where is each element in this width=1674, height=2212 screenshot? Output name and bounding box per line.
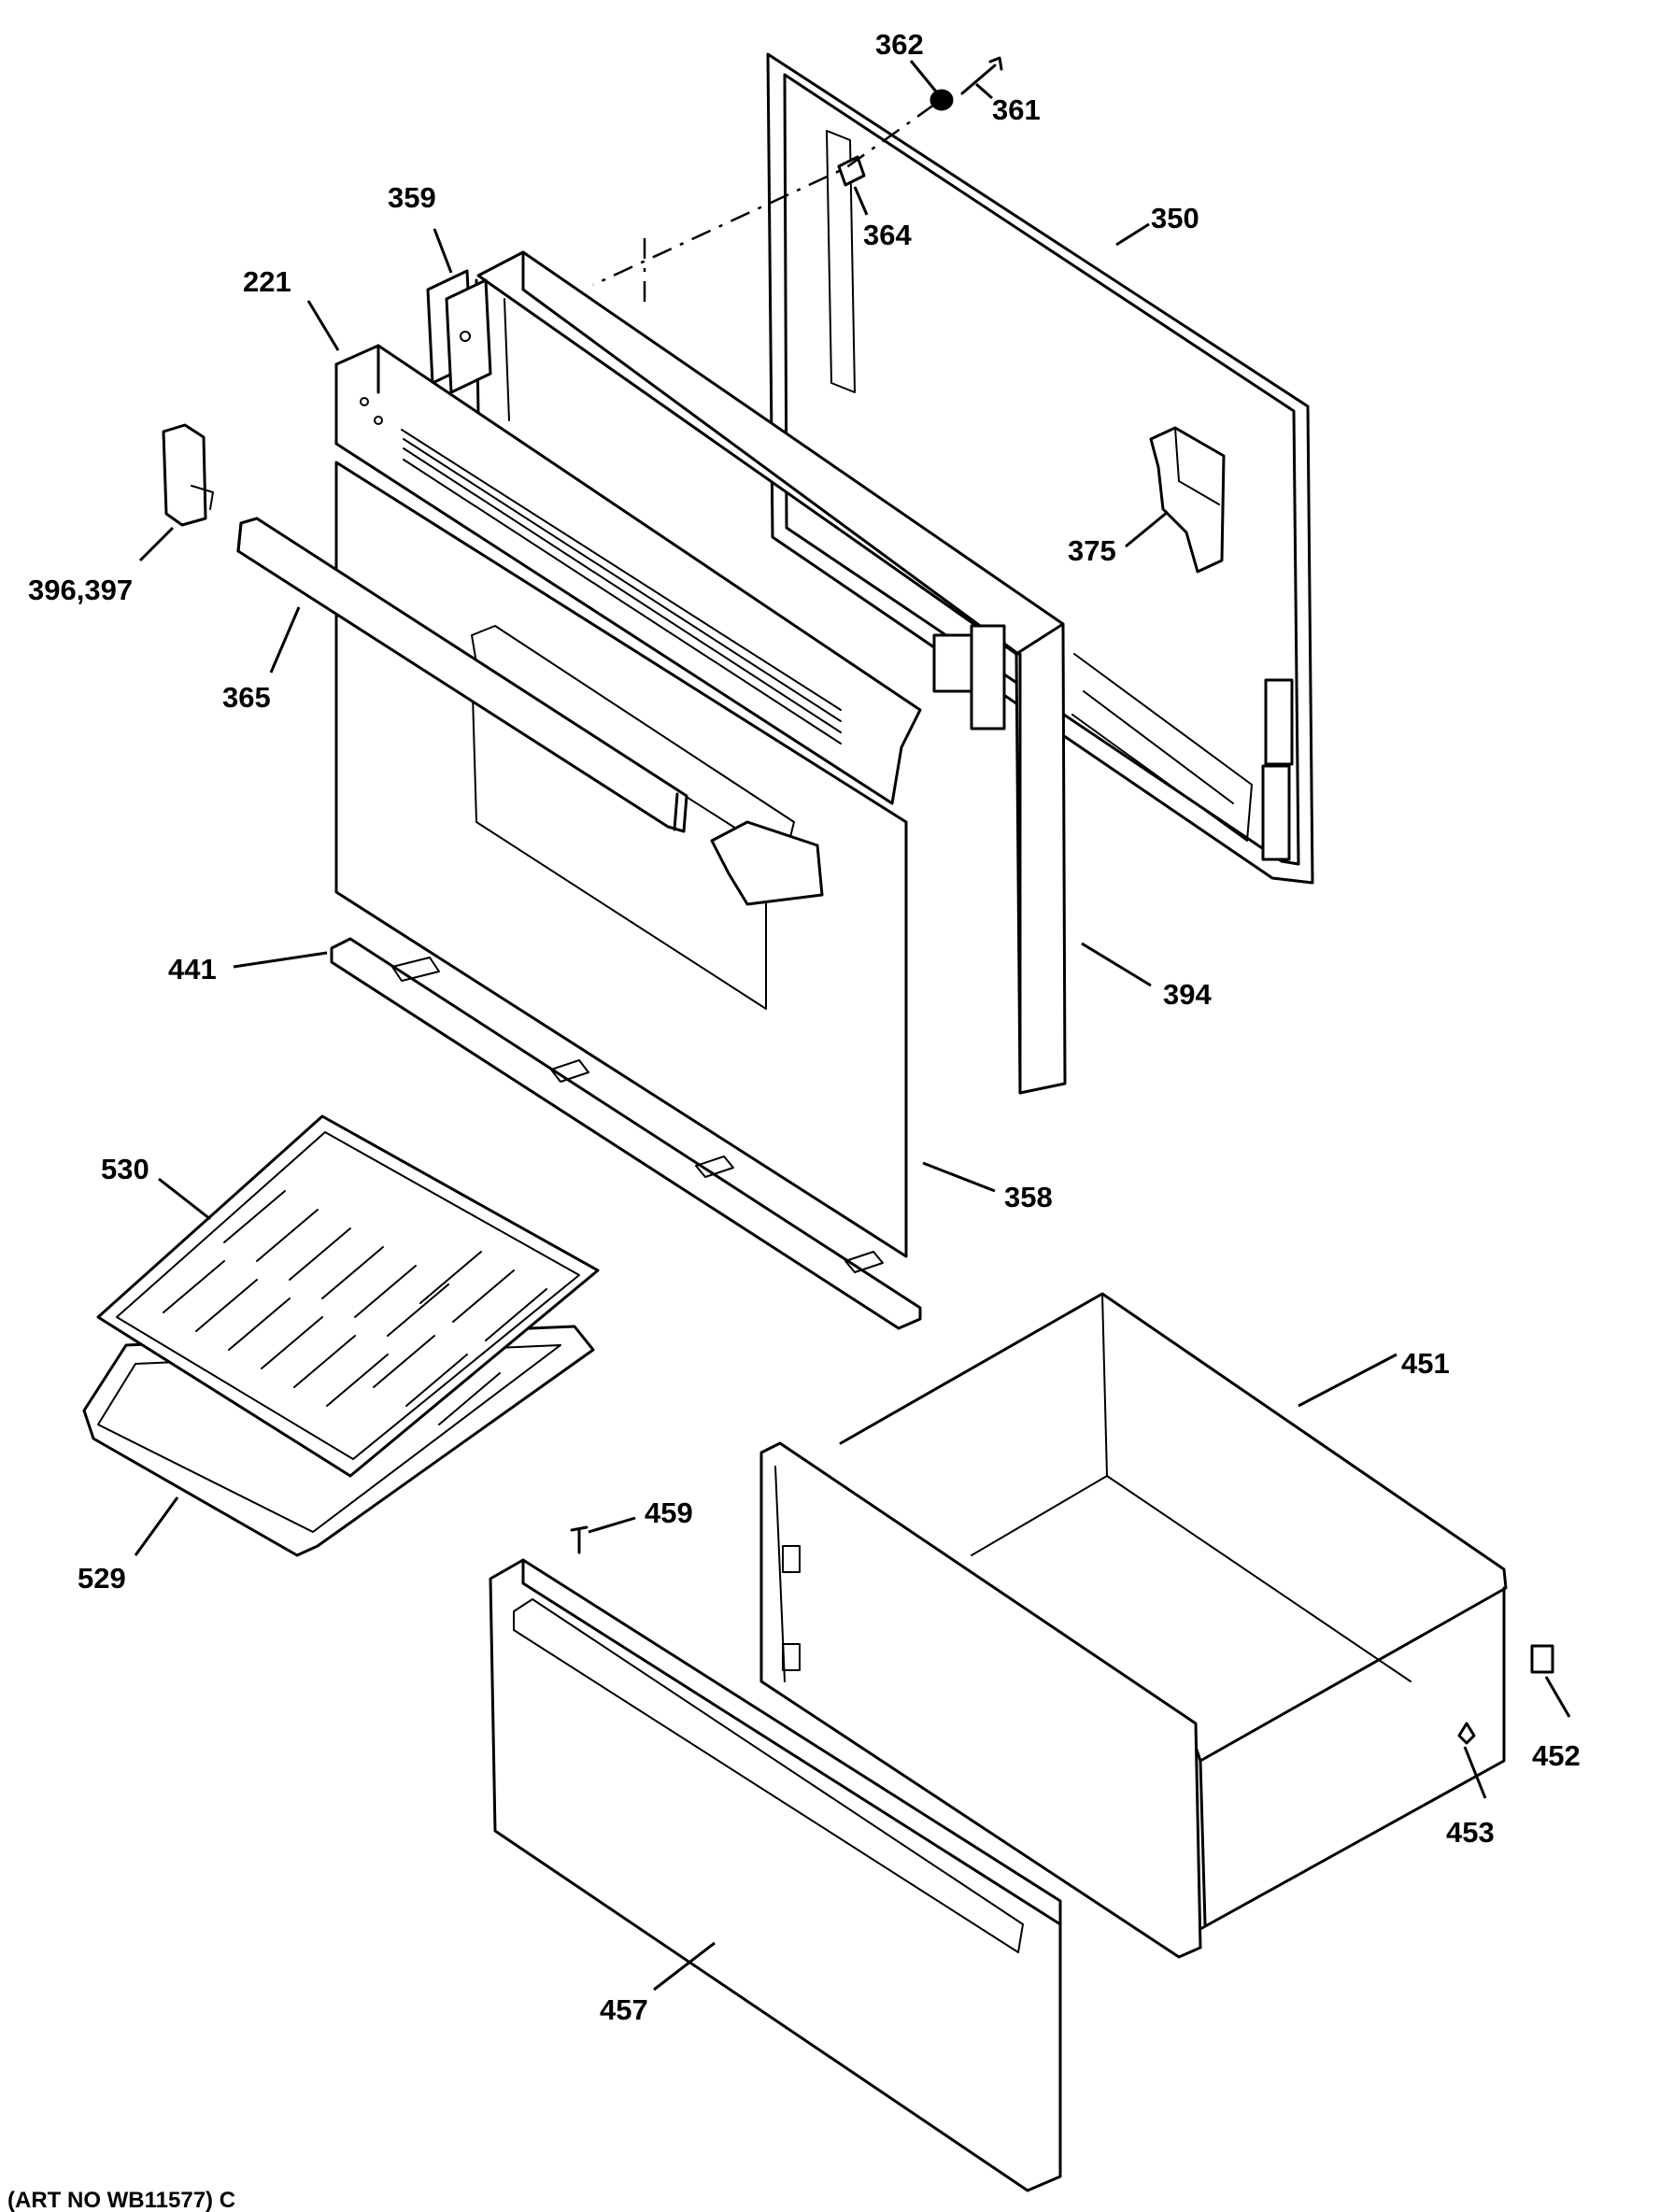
art-number-caption: (ART NO WB11577) C (7, 2188, 235, 2212)
part-530-broiler-grid (96, 1114, 600, 1478)
callout-358: 358 (1004, 1181, 1053, 1213)
part-451-drawer-body (839, 1292, 1508, 1931)
part-221-vent-panel (334, 344, 922, 805)
callout-364: 364 (863, 219, 912, 251)
callout-457: 457 (600, 1993, 648, 2026)
callout-529: 529 (78, 1562, 126, 1595)
callout-362: 362 (875, 28, 924, 61)
part-396-397-end-cap (162, 423, 214, 527)
part-459-screw (570, 1525, 589, 1554)
callout-452: 452 (1532, 1739, 1581, 1772)
callout-441: 441 (168, 953, 217, 985)
part-441-trim (330, 937, 922, 1330)
callout-453: 453 (1446, 1816, 1495, 1849)
callout-451: 451 (1401, 1347, 1450, 1380)
callout-350: 350 (1151, 202, 1199, 234)
part-452-clip (1530, 1644, 1554, 1674)
part-361-screw (960, 56, 1003, 95)
part-359-hinge (426, 269, 492, 394)
callout-221: 221 (243, 265, 291, 298)
callout-375: 375 (1068, 534, 1116, 567)
callout-359: 359 (388, 181, 436, 214)
part-453-stop (1457, 1722, 1476, 1745)
part-365-door-handle (236, 517, 688, 833)
callout-365: 365 (222, 681, 271, 714)
part-364-stud (837, 155, 866, 187)
part-375-insulation (1149, 426, 1226, 574)
part-362-washer (929, 89, 954, 111)
part-394-door-frame (475, 250, 1067, 1095)
leader-lines (134, 60, 1571, 1992)
handle-bracket (710, 820, 824, 906)
callout-labels: 362 361 364 350 359 221 396,397 375 365 … (28, 28, 1581, 2026)
callout-361: 361 (992, 93, 1041, 126)
drawer-front-plate (759, 1441, 1202, 1959)
callout-530: 530 (101, 1153, 149, 1185)
callout-394: 394 (1163, 978, 1212, 1011)
callout-459: 459 (645, 1496, 693, 1529)
callout-396-397: 396,397 (28, 574, 133, 606)
part-457-drawer-front (489, 1558, 1062, 2192)
